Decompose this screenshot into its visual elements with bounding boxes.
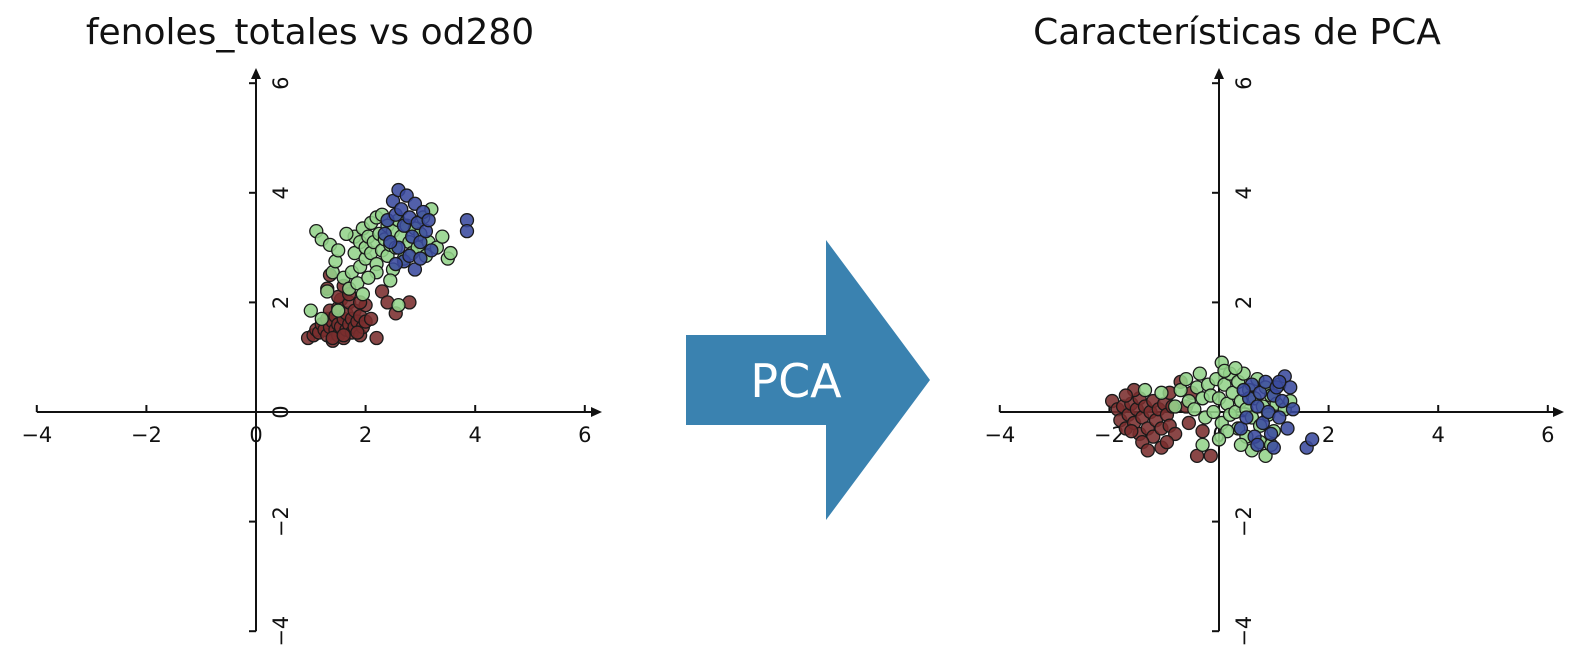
data-point <box>1211 432 1227 447</box>
data-point <box>1187 402 1202 417</box>
data-point <box>1137 382 1153 398</box>
data-point <box>1305 432 1320 447</box>
data-point <box>1159 434 1175 450</box>
data-point <box>361 270 376 285</box>
y-tick-label: −2 <box>1232 506 1256 537</box>
data-point <box>1178 371 1194 387</box>
data-point <box>1195 424 1210 439</box>
data-point <box>413 251 428 266</box>
data-point <box>383 273 398 288</box>
x-tick-label: 4 <box>469 423 482 447</box>
y-tick-label: 4 <box>1232 186 1256 199</box>
data-point <box>331 243 346 258</box>
y-tick-label: −2 <box>269 506 293 537</box>
data-point <box>369 330 384 346</box>
x-tick-label: −2 <box>131 423 162 447</box>
data-point <box>1250 437 1265 453</box>
arrow-label: PCA <box>750 354 842 408</box>
data-point <box>1118 388 1133 403</box>
data-point <box>1239 410 1254 425</box>
chart-title-left: fenoles_totales vs od280 <box>85 12 535 53</box>
pca-arrow: PCA <box>686 240 930 520</box>
data-point <box>355 287 371 302</box>
y-axis-arrowhead <box>251 68 261 79</box>
data-point <box>459 224 475 239</box>
y-tick-label: −4 <box>1232 616 1256 647</box>
data-point <box>331 303 346 318</box>
data-point <box>314 311 329 326</box>
x-tick-label: 4 <box>1432 423 1445 447</box>
data-point <box>1274 393 1290 409</box>
data-point <box>1168 399 1183 414</box>
chart-title-right: Características de PCA <box>1033 12 1441 53</box>
data-point <box>391 297 406 313</box>
y-tick-label: 2 <box>269 296 293 309</box>
x-tick-label: 2 <box>1322 423 1335 447</box>
data-point <box>1263 426 1279 442</box>
data-point <box>1236 382 1251 398</box>
data-point <box>1233 437 1249 453</box>
data-point <box>350 325 365 340</box>
data-point <box>1192 366 1207 381</box>
data-point <box>443 245 458 261</box>
y-tick-label: 2 <box>1232 296 1256 309</box>
data-point <box>421 213 436 228</box>
data-point <box>1228 361 1243 376</box>
data-point <box>383 234 398 250</box>
data-point <box>320 284 335 299</box>
arrow-shape <box>686 240 930 520</box>
x-tick-label: −4 <box>21 423 52 447</box>
y-axis-arrowhead <box>1214 68 1224 79</box>
x-tick-label: 2 <box>359 423 372 447</box>
y-tick-label: 6 <box>269 77 293 90</box>
data-point <box>1181 415 1197 431</box>
y-tick-label: 0 <box>269 405 293 418</box>
data-point <box>1124 424 1139 439</box>
x-axis-arrowhead <box>591 407 602 417</box>
data-point <box>1285 402 1301 417</box>
data-point <box>1272 374 1287 390</box>
x-tick-label: −4 <box>984 423 1015 447</box>
x-tick-label: 6 <box>1541 423 1554 447</box>
scatter-plot-left: −4 −2 0 2 4 6 −4 −2 0 2 4 6 <box>21 68 602 647</box>
x-tick-label: 0 <box>249 423 262 447</box>
x-tick-label: 6 <box>578 423 591 447</box>
data-point <box>336 328 351 343</box>
data-point <box>1266 440 1281 455</box>
data-point <box>1140 443 1155 458</box>
data-point <box>303 303 318 318</box>
data-point <box>1203 448 1218 463</box>
data-point <box>1206 404 1221 420</box>
y-tick-label: 6 <box>1232 77 1256 90</box>
data-point <box>435 229 450 244</box>
data-point <box>1154 385 1169 400</box>
data-point <box>339 226 354 242</box>
y-tick-label: −4 <box>269 616 293 647</box>
data-point <box>363 311 379 326</box>
data-point <box>1272 410 1287 425</box>
y-tick-label: 4 <box>269 186 293 199</box>
data-point <box>1195 437 1210 453</box>
data-point <box>388 256 403 272</box>
data-point <box>1280 421 1295 436</box>
x-axis-arrowhead <box>1553 407 1564 417</box>
data-point <box>424 243 439 258</box>
